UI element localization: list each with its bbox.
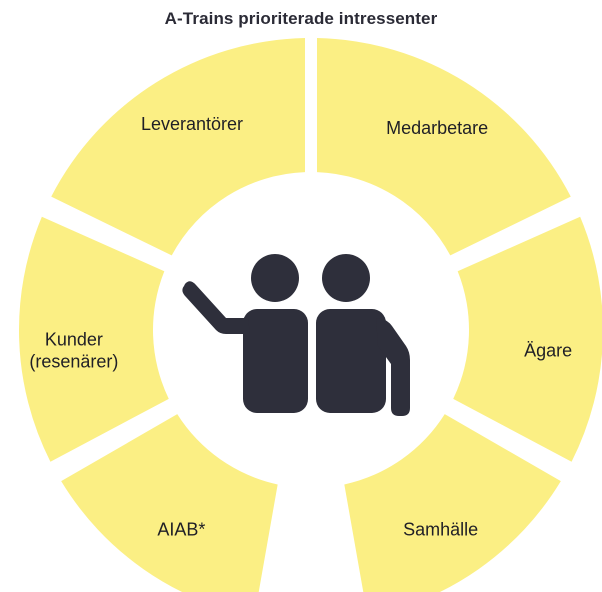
segment-label-leverantorer: Leverantörer bbox=[141, 114, 243, 134]
segment-label-line: (resenärer) bbox=[29, 352, 118, 372]
left-person-body bbox=[243, 309, 308, 413]
segment-label-line: Ägare bbox=[524, 341, 572, 361]
segment-kunder bbox=[18, 216, 169, 462]
segment-label-line: Samhälle bbox=[403, 520, 478, 540]
segment-label-line: AIAB* bbox=[157, 520, 205, 540]
segment-label-samhalle: Samhälle bbox=[403, 520, 478, 540]
right-person-body bbox=[316, 309, 386, 413]
right-person-arm bbox=[376, 318, 410, 416]
segment-aiab bbox=[61, 414, 278, 592]
segment-label-agare: Ägare bbox=[524, 341, 572, 361]
segment-label-kunder: Kunder(resenärer) bbox=[29, 330, 118, 372]
two-people-icon bbox=[182, 254, 410, 416]
segment-label-aiab: AIAB* bbox=[157, 520, 205, 540]
segment-medarbetare bbox=[316, 38, 571, 256]
left-person-head bbox=[251, 254, 299, 302]
segment-label-line: Kunder bbox=[45, 330, 103, 350]
segment-label-line: Leverantörer bbox=[141, 114, 243, 134]
segment-label-line: Medarbetare bbox=[386, 118, 488, 138]
segment-samhalle bbox=[344, 414, 561, 592]
segment-agare bbox=[453, 216, 602, 462]
right-person-head bbox=[322, 254, 370, 302]
segment-label-medarbetare: Medarbetare bbox=[386, 118, 488, 138]
diagram-title: A-Trains prioriterade intressenter bbox=[164, 9, 438, 28]
ring-segments bbox=[18, 38, 602, 592]
ring-labels: Leverantörer MedarbetareKunder(resenärer)… bbox=[29, 114, 572, 540]
segment-leverantorer bbox=[51, 38, 306, 256]
left-person-raised-arm bbox=[182, 281, 250, 334]
